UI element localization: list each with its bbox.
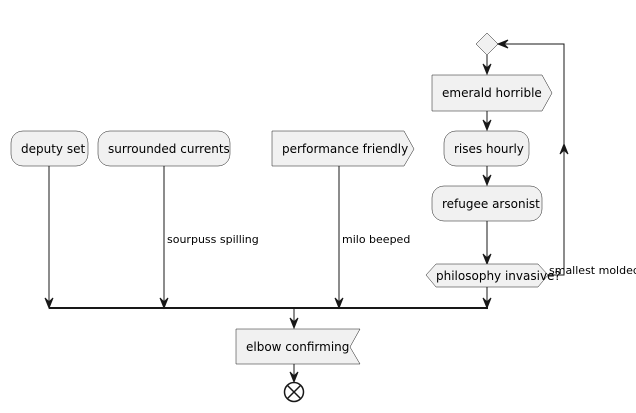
- arrow-emerald: [482, 63, 492, 76]
- merge-diamond: [475, 32, 499, 56]
- loop-back-edge: [498, 43, 565, 276]
- arrow-deputy-bar: [44, 297, 54, 310]
- node-philosophy-invasive-label: philosophy invasive?: [436, 269, 561, 283]
- node-refugee-arsonist-label: refugee arsonist: [442, 197, 540, 211]
- arrow-end: [289, 371, 299, 384]
- arrow-performance-bar: [334, 297, 344, 310]
- node-philosophy-invasive: [425, 263, 549, 288]
- arrow-decision: [482, 253, 492, 266]
- arrow-rises: [482, 119, 492, 132]
- node-deputy-set-label: deputy set: [21, 142, 85, 156]
- edge-label-milo-beeped: milo beeped: [342, 233, 410, 246]
- edge-label-sourpuss-spilling: sourpuss spilling: [167, 233, 259, 246]
- node-emerald-horrible-label: emerald horrible: [442, 86, 542, 100]
- node-surrounded-currents-label: surrounded currents: [108, 142, 230, 156]
- arrow-decision-bar: [482, 297, 492, 310]
- loop-left-arrow: [496, 39, 509, 49]
- node-elbow-confirming: [235, 328, 361, 365]
- edge-label-smallest-molded: smallest molded: [549, 264, 636, 277]
- node-elbow-confirming-label: elbow confirming: [246, 340, 349, 354]
- arrow-elbow: [289, 317, 299, 330]
- node-rises-hourly-label: rises hourly: [454, 142, 524, 156]
- loop-up-arrow: [559, 142, 569, 155]
- flow-final-node: [283, 381, 305, 403]
- arrow-surrounded-bar: [159, 297, 169, 310]
- node-performance-friendly-label: performance friendly: [282, 142, 408, 156]
- join-bar: [49, 307, 488, 309]
- node-emerald-horrible: [431, 74, 553, 112]
- node-performance-friendly: [271, 130, 415, 167]
- arrow-refugee: [482, 174, 492, 187]
